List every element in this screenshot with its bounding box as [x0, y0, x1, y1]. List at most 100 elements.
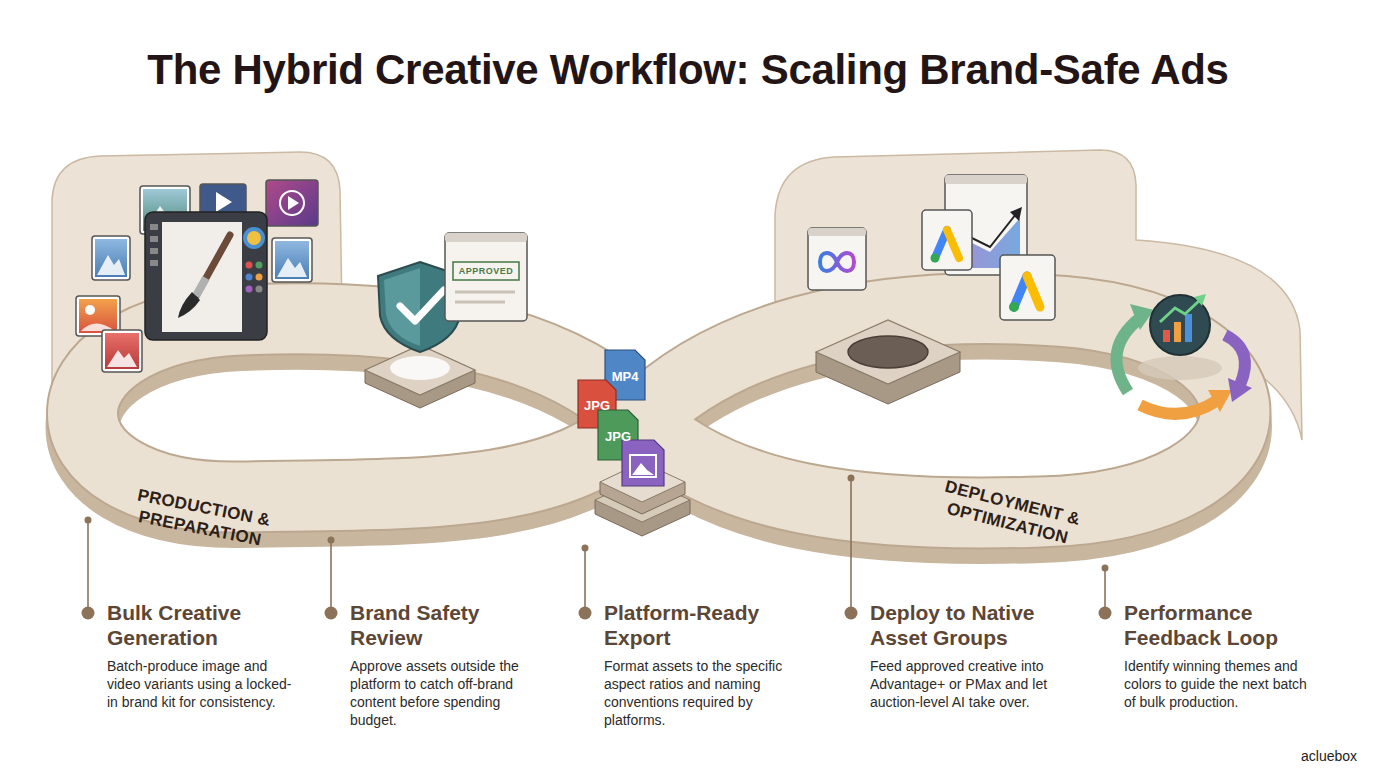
brand-safety-shield — [455, 301, 505, 304]
leader-dot — [582, 545, 589, 552]
design-tablet — [145, 212, 267, 340]
step-description: Approve assets outside the platform to c… — [350, 657, 540, 729]
stamp-text: APPROVED — [453, 265, 519, 277]
feedback-cycle — [1150, 295, 1210, 355]
design-tablet — [178, 292, 200, 318]
export-files — [622, 440, 664, 486]
export-files — [632, 463, 654, 475]
creative-tiles — [105, 333, 139, 369]
brand-safety-shield — [365, 233, 527, 408]
deploy-platforms — [820, 253, 854, 271]
step-block: Bulk Creative GenerationBatch-produce im… — [107, 600, 297, 711]
deploy-platforms — [808, 228, 866, 236]
leader-dot — [848, 475, 855, 482]
brand-safety-shield — [445, 233, 527, 321]
deploy-platforms — [816, 320, 960, 384]
design-tablet — [150, 248, 158, 254]
leader-line — [87, 520, 89, 607]
creative-tiles — [97, 255, 125, 275]
step-title: Platform-Ready Export — [604, 600, 794, 650]
band-label: DEPLOYMENT & OPTIMIZATION — [918, 471, 1103, 555]
brand-safety-shield — [445, 233, 527, 242]
creative-tiles — [266, 180, 318, 226]
design-tablet — [256, 262, 263, 269]
deploy-platforms — [947, 230, 959, 258]
leader-dot — [82, 607, 95, 620]
step-description: Format assets to the specific aspect rat… — [604, 657, 794, 729]
design-tablet — [145, 212, 267, 340]
file-type: JPG — [578, 398, 616, 413]
leader-line — [850, 478, 852, 607]
leader-dot — [845, 607, 858, 620]
leader-dot — [85, 517, 92, 524]
design-tablet — [196, 235, 230, 296]
leader-dot — [328, 537, 335, 544]
export-files — [578, 350, 690, 536]
deploy-platforms — [808, 228, 866, 290]
feedback-cycle — [1163, 330, 1170, 342]
design-tablet — [150, 260, 158, 266]
feedback-cycle — [1225, 335, 1245, 385]
step-description: Batch-produce image and video variants u… — [107, 657, 297, 711]
step-block: Platform-Ready ExportFormat assets to th… — [604, 600, 794, 729]
leader-dot — [1102, 565, 1109, 572]
design-tablet — [246, 286, 253, 293]
creative-tiles — [79, 299, 117, 333]
creative-tiles — [102, 330, 142, 372]
feedback-cycle — [1116, 318, 1140, 392]
step-title: Bulk Creative Generation — [107, 600, 297, 650]
feedback-cycle — [1140, 400, 1218, 414]
leader-dot — [579, 607, 592, 620]
export-files — [630, 455, 656, 477]
brand-safety-shield — [400, 290, 444, 321]
deploy-platforms — [1000, 255, 1055, 320]
leader-line — [330, 540, 332, 607]
brand-safety-shield — [455, 291, 515, 294]
leader-dot — [1099, 607, 1112, 620]
creative-tiles — [85, 305, 95, 315]
step-block: Deploy to Native Asset GroupsFeed approv… — [870, 600, 1060, 711]
deploy-platforms — [922, 210, 972, 270]
creative-tiles — [76, 180, 318, 372]
deploy-platforms — [1027, 276, 1040, 307]
leader-dot — [325, 607, 338, 620]
creative-tiles — [280, 191, 304, 215]
step-title: Brand Safety Review — [350, 600, 540, 650]
feedback-cycle — [1208, 390, 1232, 412]
creative-tiles — [107, 350, 137, 367]
step-description: Feed approved creative into Advantage+ o… — [870, 657, 1060, 711]
creative-tiles — [95, 239, 127, 277]
feedback-cycle — [1194, 294, 1206, 306]
band-label: PRODUCTION & PREPARATION — [115, 481, 290, 555]
design-tablet — [150, 224, 158, 230]
brand-safety-shield — [453, 262, 519, 280]
step-description: Identify winning themes and colors to gu… — [1124, 657, 1314, 711]
step-title: Deploy to Native Asset Groups — [870, 600, 1060, 650]
design-tablet — [256, 286, 263, 293]
feedback-cycle — [1116, 294, 1252, 414]
design-tablet — [162, 222, 242, 332]
step-block: Performance Feedback LoopIdentify winnin… — [1124, 600, 1314, 711]
step-title: Performance Feedback Loop — [1124, 600, 1314, 650]
creative-tiles — [277, 258, 307, 277]
deploy-platforms — [1010, 207, 1022, 221]
design-tablet — [196, 278, 206, 296]
deploy-platforms — [945, 175, 1027, 184]
deploy-platforms — [848, 336, 928, 368]
creative-tiles — [272, 238, 312, 282]
feedback-cycle — [1228, 378, 1252, 402]
watermark: acluebox — [1301, 748, 1371, 764]
deploy-platforms — [1009, 302, 1019, 312]
creative-tiles — [216, 192, 232, 212]
feedback-cycle — [1138, 356, 1222, 380]
leader-line — [584, 548, 586, 607]
creative-tiles — [92, 236, 130, 280]
feedback-cycle — [1185, 314, 1192, 342]
feedback-cycle — [1160, 300, 1200, 322]
deploy-platforms — [808, 175, 1055, 404]
design-tablet — [245, 229, 263, 247]
